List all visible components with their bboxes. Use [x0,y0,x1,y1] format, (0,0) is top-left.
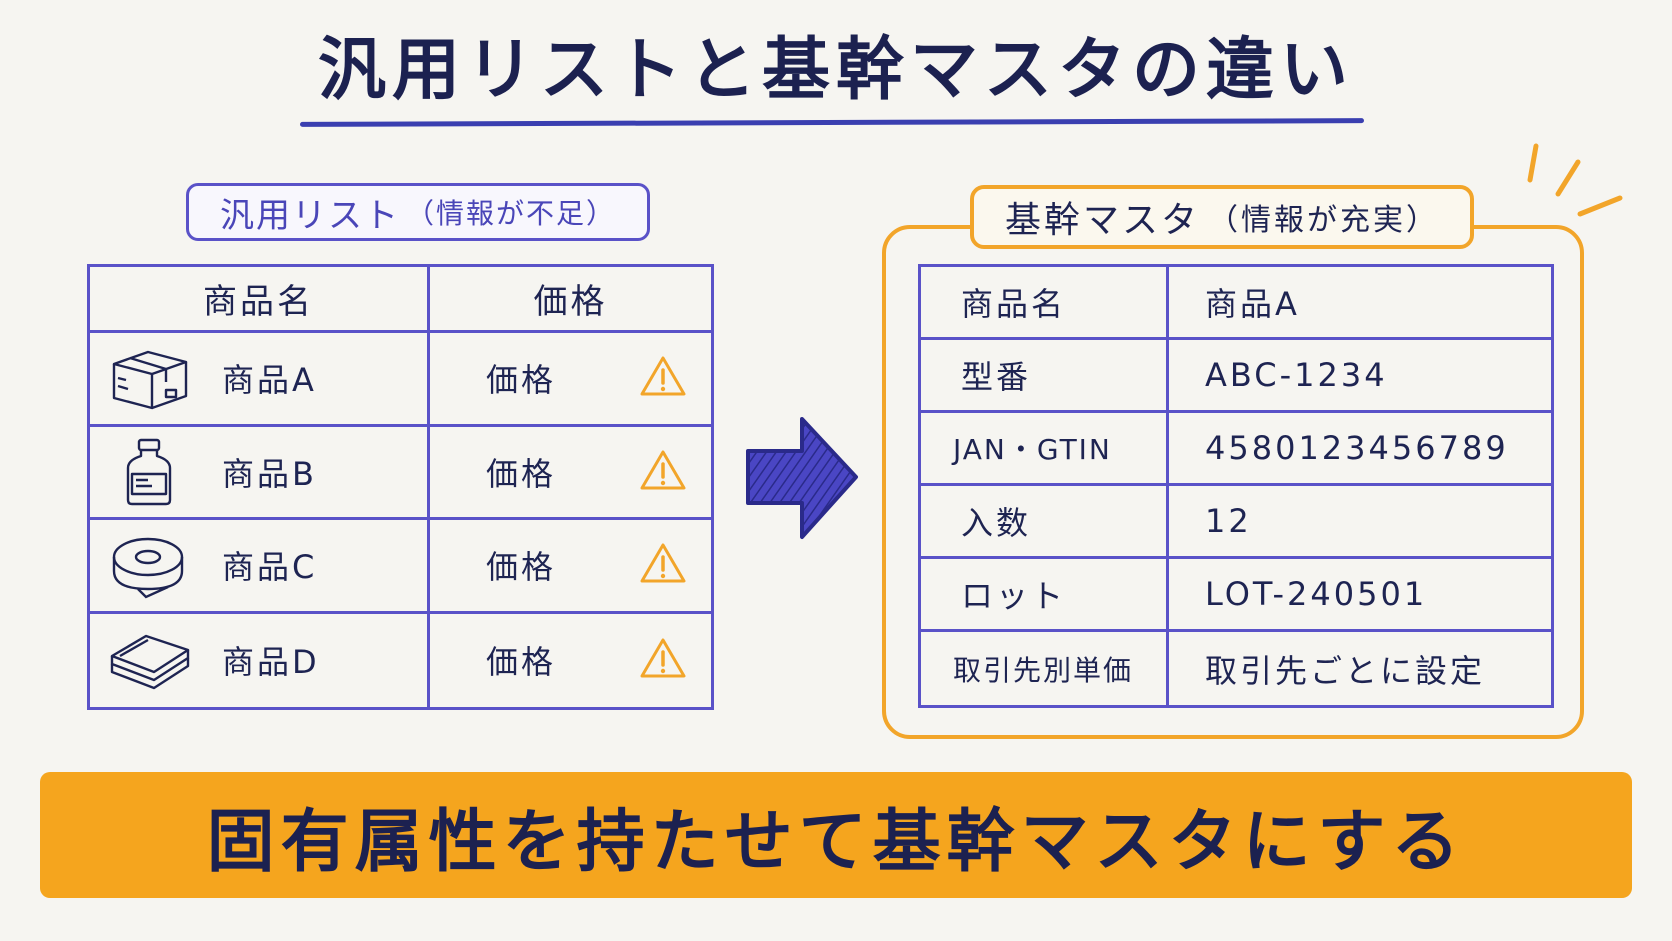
table-row-product-c: 商品C [90,520,430,614]
price-label: 価格 [486,454,557,493]
table-row-product-a: 商品A [90,333,430,427]
core-master-label-text: 基幹マスタ [1004,200,1200,241]
warning-icon [640,356,686,396]
attr-value-jan-gtin: 4580123456789 [1169,413,1551,486]
box-icon [112,351,188,410]
attr-key-model-number: 型番 [921,340,1169,413]
towel-stack-icon [110,635,190,690]
product-name: 商品A [222,361,317,400]
attr-value-product-name: 商品A [1169,267,1551,340]
price-label: 価格 [486,361,557,400]
title-underline [299,118,1365,127]
attr-key-quantity: 入数 [921,486,1169,559]
attr-key-lot: ロット [921,559,1169,632]
price-label: 価格 [486,548,557,587]
product-name: 商品B [222,454,317,493]
attr-key-jan-gtin: JAN・GTIN [921,413,1169,486]
core-master-label: 基幹マスタ （情報が充実） [970,185,1474,249]
core-master-table: 商品名 商品A 型番 ABC-1234 JAN・GTIN 45801234567… [918,264,1554,708]
attr-value-model-number: ABC-1234 [1169,340,1551,413]
table-row-price-a: 価格 [430,333,711,427]
header-price: 価格 [430,267,711,333]
warning-icon [640,638,686,678]
conclusion-banner: 固有属性を持たせて基幹マスタにする [40,772,1632,898]
tape-roll-icon [112,538,184,599]
core-master-label-sub: （情報が充実） [1208,203,1439,238]
table-row-price-c: 価格 [430,520,711,614]
page-title: 汎用リストと基幹マスタの違い [317,31,1354,110]
table-row-price-b: 価格 [430,427,711,520]
attr-value-client-price: 取引先ごとに設定 [1205,651,1486,690]
warning-icon [640,543,686,583]
generic-list-label-sub: （情報が不足） [405,197,616,230]
table-row-product-d: 商品D [90,613,430,707]
generic-list-table: 商品名 価格 商品A 価格 [87,264,714,710]
sparkle-icon [1527,143,1623,217]
header-product-name: 商品名 [90,267,430,333]
generic-list-label-text: 汎用リスト [219,195,400,236]
attr-value-lot: LOT-240501 [1169,559,1551,632]
table-row-product-b: 商品B [90,426,430,520]
generic-list-label: 汎用リスト （情報が不足） [186,183,650,241]
attr-value-quantity: 12 [1169,486,1551,559]
right-arrow-icon [746,417,858,539]
product-name: 商品C [222,548,318,587]
bottle-icon [126,438,172,505]
attr-key-product-name: 商品名 [921,267,1169,340]
price-label: 価格 [486,643,557,682]
table-row-price-d: 価格 [430,614,711,708]
warning-icon [640,450,686,490]
product-name: 商品D [222,643,320,682]
attr-key-client-price: 取引先別単価 [921,632,1169,705]
